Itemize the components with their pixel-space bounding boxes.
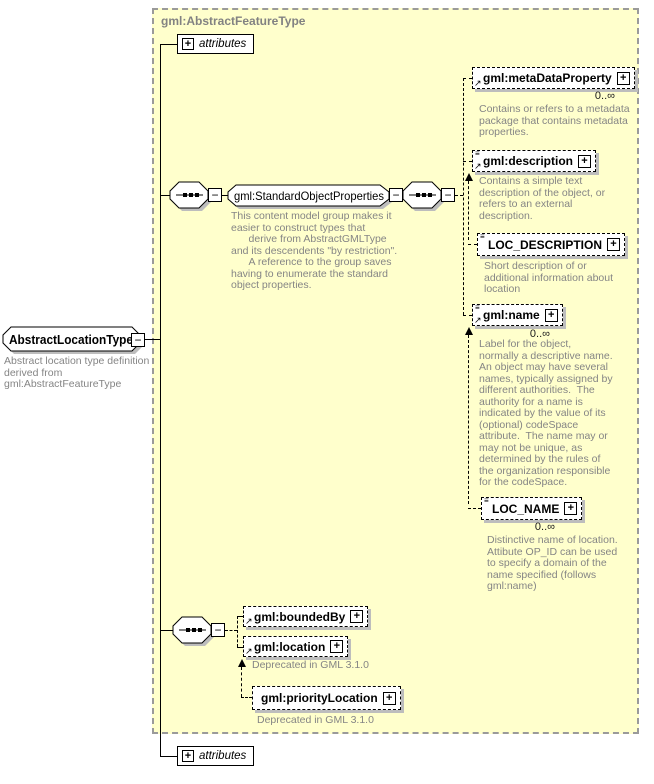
attributes-box-top[interactable]: + attributes <box>177 34 255 54</box>
connector-stub-root <box>145 339 160 340</box>
expand-icon[interactable]: + <box>616 71 630 85</box>
substitution-arrowhead <box>238 659 246 667</box>
substitution-arrow-icon: ↗ <box>474 161 482 171</box>
element-gml-name[interactable]: ≡ ↗ gml:name + <box>472 304 563 326</box>
occurrence-label: 0..∞ <box>594 90 615 102</box>
collapse-icon[interactable]: − <box>131 333 145 347</box>
occurrence-label: 0..∞ <box>534 521 555 533</box>
expand-icon[interactable]: + <box>182 750 194 762</box>
element-label: gml:name <box>483 308 540 322</box>
element-label: gml:metaDataProperty <box>483 71 612 85</box>
connector-dashed <box>463 78 472 79</box>
sequence-icon <box>409 193 436 197</box>
element-annotation: Distinctive name of location. Attibute O… <box>487 534 618 592</box>
expand-icon[interactable]: + <box>182 38 194 50</box>
group-label: gml:StandardObjectProperties <box>234 189 384 203</box>
connector-dashed <box>241 667 242 697</box>
collapse-icon[interactable]: − <box>211 623 225 637</box>
sequence-compositor-2 <box>402 181 444 211</box>
element-gml-location[interactable]: ↗ gml:location + <box>243 636 349 657</box>
substitution-arrowhead <box>465 327 473 335</box>
expand-icon[interactable]: + <box>350 610 364 623</box>
collapse-icon[interactable]: − <box>389 188 403 202</box>
deprecated-note: Deprecated in GML 3.1.0 <box>257 714 374 726</box>
element-label: gml:description <box>483 154 574 168</box>
element-gml-boundedBy[interactable]: ↗ gml:boundedBy + <box>243 606 369 627</box>
expand-icon[interactable]: + <box>382 691 396 705</box>
connector-dashed <box>455 195 463 196</box>
substitution-arrow-icon: ↗ <box>474 78 482 88</box>
sequence-compositor-3 <box>172 616 214 646</box>
element-gml-metaDataProperty[interactable]: ↗ gml:metaDataProperty + <box>472 67 635 89</box>
element-LOC_DESCRIPTION[interactable]: ≡ LOC_DESCRIPTION + <box>477 232 626 256</box>
attributes-box-bottom[interactable]: + attributes <box>177 746 255 766</box>
connector-stub-attributes-bottom <box>160 756 177 757</box>
connector-stub-sequence1 <box>160 195 171 196</box>
connector-dashed <box>237 616 243 617</box>
connector-dashed <box>463 315 472 316</box>
text-content-icon: ≡ <box>475 149 480 158</box>
element-label: gml:priorityLocation <box>261 691 378 705</box>
connector-dashed-vertical <box>463 78 464 315</box>
text-content-icon: ≡ <box>475 303 480 312</box>
element-label: gml:boundedBy <box>254 609 346 624</box>
element-label: LOC_NAME <box>492 501 560 516</box>
text-content-icon: ≡ <box>480 232 485 241</box>
occurrence-label: 0..∞ <box>529 328 550 340</box>
connector-stub-sequence3 <box>160 630 173 631</box>
sequence-compositor-1 <box>169 181 211 211</box>
element-gml-description[interactable]: ≡ ↗ gml:description + <box>472 149 597 172</box>
root-type-label: AbstractLocationType <box>9 333 133 347</box>
sequence-icon <box>179 628 206 632</box>
element-annotation: Label for the object, normally a descrip… <box>479 338 613 488</box>
expand-icon[interactable]: + <box>607 238 621 251</box>
connector-dashed <box>468 508 481 509</box>
root-type-shape[interactable]: AbstractLocationType <box>2 326 148 358</box>
element-label: gml:location <box>254 639 326 654</box>
connector-dashed <box>468 335 469 504</box>
substitution-arrow-icon: ↗ <box>474 315 482 325</box>
attributes-label: attributes <box>199 38 247 50</box>
expand-icon[interactable]: + <box>330 640 344 653</box>
sequence-icon <box>176 193 203 197</box>
connector-dashed <box>468 244 477 245</box>
complex-type-container <box>152 8 639 734</box>
attributes-label: attributes <box>199 750 247 762</box>
connector-main-vertical <box>160 44 161 756</box>
substitution-arrow-icon: ↗ <box>245 646 253 656</box>
element-annotation: Contains a simple text description of th… <box>479 175 606 222</box>
connector <box>222 195 228 196</box>
container-title: gml:AbstractFeatureType <box>161 14 306 28</box>
substitution-arrowhead <box>465 173 473 181</box>
root-annotation: Abstract location type definition derive… <box>4 355 150 390</box>
shape-outline <box>2 326 141 352</box>
deprecated-note: Deprecated in GML 3.1.0 <box>252 659 369 671</box>
expand-icon[interactable]: + <box>578 154 592 168</box>
collapse-icon[interactable]: − <box>208 188 222 202</box>
substitution-arrow-icon: ↗ <box>245 616 253 626</box>
connector-stub-attributes-top <box>160 44 177 45</box>
element-label: LOC_DESCRIPTION <box>488 237 603 252</box>
expand-icon[interactable]: + <box>544 308 558 322</box>
element-LOC_NAME[interactable]: ≡ LOC_NAME + <box>481 496 583 520</box>
shape-outline <box>227 184 390 207</box>
expand-icon[interactable]: + <box>564 502 578 515</box>
connector-dashed <box>241 697 252 698</box>
connector-dashed <box>225 630 237 631</box>
element-annotation: Short description of or additional infor… <box>484 260 614 295</box>
connector-dashed <box>468 181 469 240</box>
element-annotation: Contains or refers to a metadata package… <box>479 103 630 138</box>
text-content-icon: ≡ <box>484 496 489 505</box>
collapse-icon[interactable]: − <box>441 188 455 202</box>
connector-dashed-vertical <box>237 616 238 647</box>
group-reference-shape[interactable]: gml:StandardObjectProperties <box>227 184 397 213</box>
element-gml-priorityLocation[interactable]: gml:priorityLocation + <box>252 686 401 710</box>
group-annotation: This content model group makes it easier… <box>231 210 398 291</box>
connector-dashed <box>463 161 472 162</box>
connector-dashed <box>237 647 243 648</box>
